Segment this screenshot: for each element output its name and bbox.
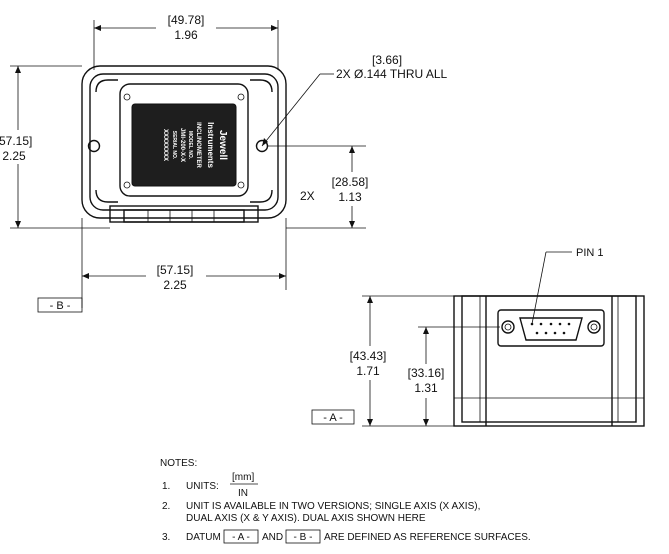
pin1-label: PIN 1 [576,247,604,259]
hole-spacing-dimension: 2X [28.58] 1.13 [268,145,374,229]
hole-spacing-prefix: 2X [300,189,315,203]
base-width-mm: [57.15] [157,263,194,277]
db9-connector-icon [519,317,583,341]
product-label-plate [131,103,237,187]
note-1-unit-in: IN [238,488,248,499]
label-instruments: Instruments [206,122,215,168]
note-3-datum-a: - A - [232,532,250,543]
top-view: Jewell Instruments INCLINOMETER MODEL NO… [81,65,287,223]
note-3-and: AND [262,532,283,543]
jackscrew-right-icon [587,320,601,334]
top-pad [119,83,249,197]
connector-height-in: 1.31 [414,381,438,395]
screw-icon [237,181,245,189]
side-height-in: 1.71 [356,364,380,378]
label-model: JMI-200-X-X [179,128,185,162]
label-brand: Jewell [217,130,228,160]
height-in: 2.25 [2,149,26,163]
note-2-number: 2. [162,501,170,512]
connector-body [123,209,245,223]
note-3-datum: DATUM [186,532,221,543]
label-serial-caption: SERIAL NO. [171,131,177,160]
note-2-line-2: DUAL AXIS (X & Y AXIS). DUAL AXIS SHOWN … [186,513,426,524]
datum-a-box: - A - [311,409,355,425]
corner-top-right [250,79,273,93]
side-housing-inner [461,295,637,423]
connector-height-dimension: [33.16] 1.31 [402,326,500,426]
corner-bottom-right [250,189,273,203]
side-view [453,295,645,427]
mounting-hole-right [255,139,269,153]
side-height-mm: [43.43] [350,349,387,363]
corner-top-left [95,79,118,93]
connector-height-mm: [33.16] [408,366,445,380]
side-housing [453,295,645,427]
label-product: INCLINOMETER [195,122,201,168]
notes-block: NOTES: 1. UNITS: [mm] IN 2. UNIT IS AVAI… [160,458,531,544]
jackscrew-left-icon [501,320,515,334]
pin1-callout: PIN 1 [531,247,604,325]
housing-outline [81,65,287,219]
datum-a-label: - A - [323,412,343,424]
height-dimension: [57.15] 2.25 [0,65,110,229]
hole-spacing-in: 1.13 [338,190,362,204]
note-3-definition: ARE DEFINED AS REFERENCE SURFACES. [324,532,531,543]
note-1-number: 1. [162,481,170,492]
corner-bottom-left [95,189,118,203]
note-1-unit-mm: [mm] [232,472,254,483]
screw-icon [123,93,131,101]
hole-diameter-mm: [3.66] [372,53,402,67]
width-in: 1.96 [174,28,198,42]
note-3-datum-b: - B - [294,532,313,543]
screw-icon [123,181,131,189]
datum-b-label: - B - [50,300,71,312]
hole-spacing-mm: [28.58] [332,175,369,189]
base-width-in: 2.25 [163,278,187,292]
screw-icon [237,93,245,101]
width-dimension: [49.78] 1.96 [93,12,279,70]
connector-base [109,205,259,223]
product-label-text: Jewell Instruments INCLINOMETER MODEL NO… [162,122,228,168]
label-serial: XXXXXXXX [162,129,168,161]
notes-heading: NOTES: [160,458,197,469]
base-width-dimension: [57.15] 2.25 [81,218,287,308]
note-1-text: UNITS: [186,481,219,492]
note-3-number: 3. [162,532,170,543]
label-model-caption: MODEL NO. [187,131,193,160]
note-2-line-1: UNIT IS AVAILABLE IN TWO VERSIONS; SINGL… [186,501,480,512]
height-mm: [57.15] [0,134,32,148]
datum-b-box: - B - [37,297,83,313]
connector-shell [497,309,605,347]
mounting-hole-left [87,139,101,153]
side-height-dimension: [43.43] 1.71 [344,295,454,427]
hole-callout: [3.66] 2X Ø.144 THRU ALL [261,53,447,147]
hole-note: 2X Ø.144 THRU ALL [336,67,447,81]
width-mm: [49.78] [168,13,205,27]
